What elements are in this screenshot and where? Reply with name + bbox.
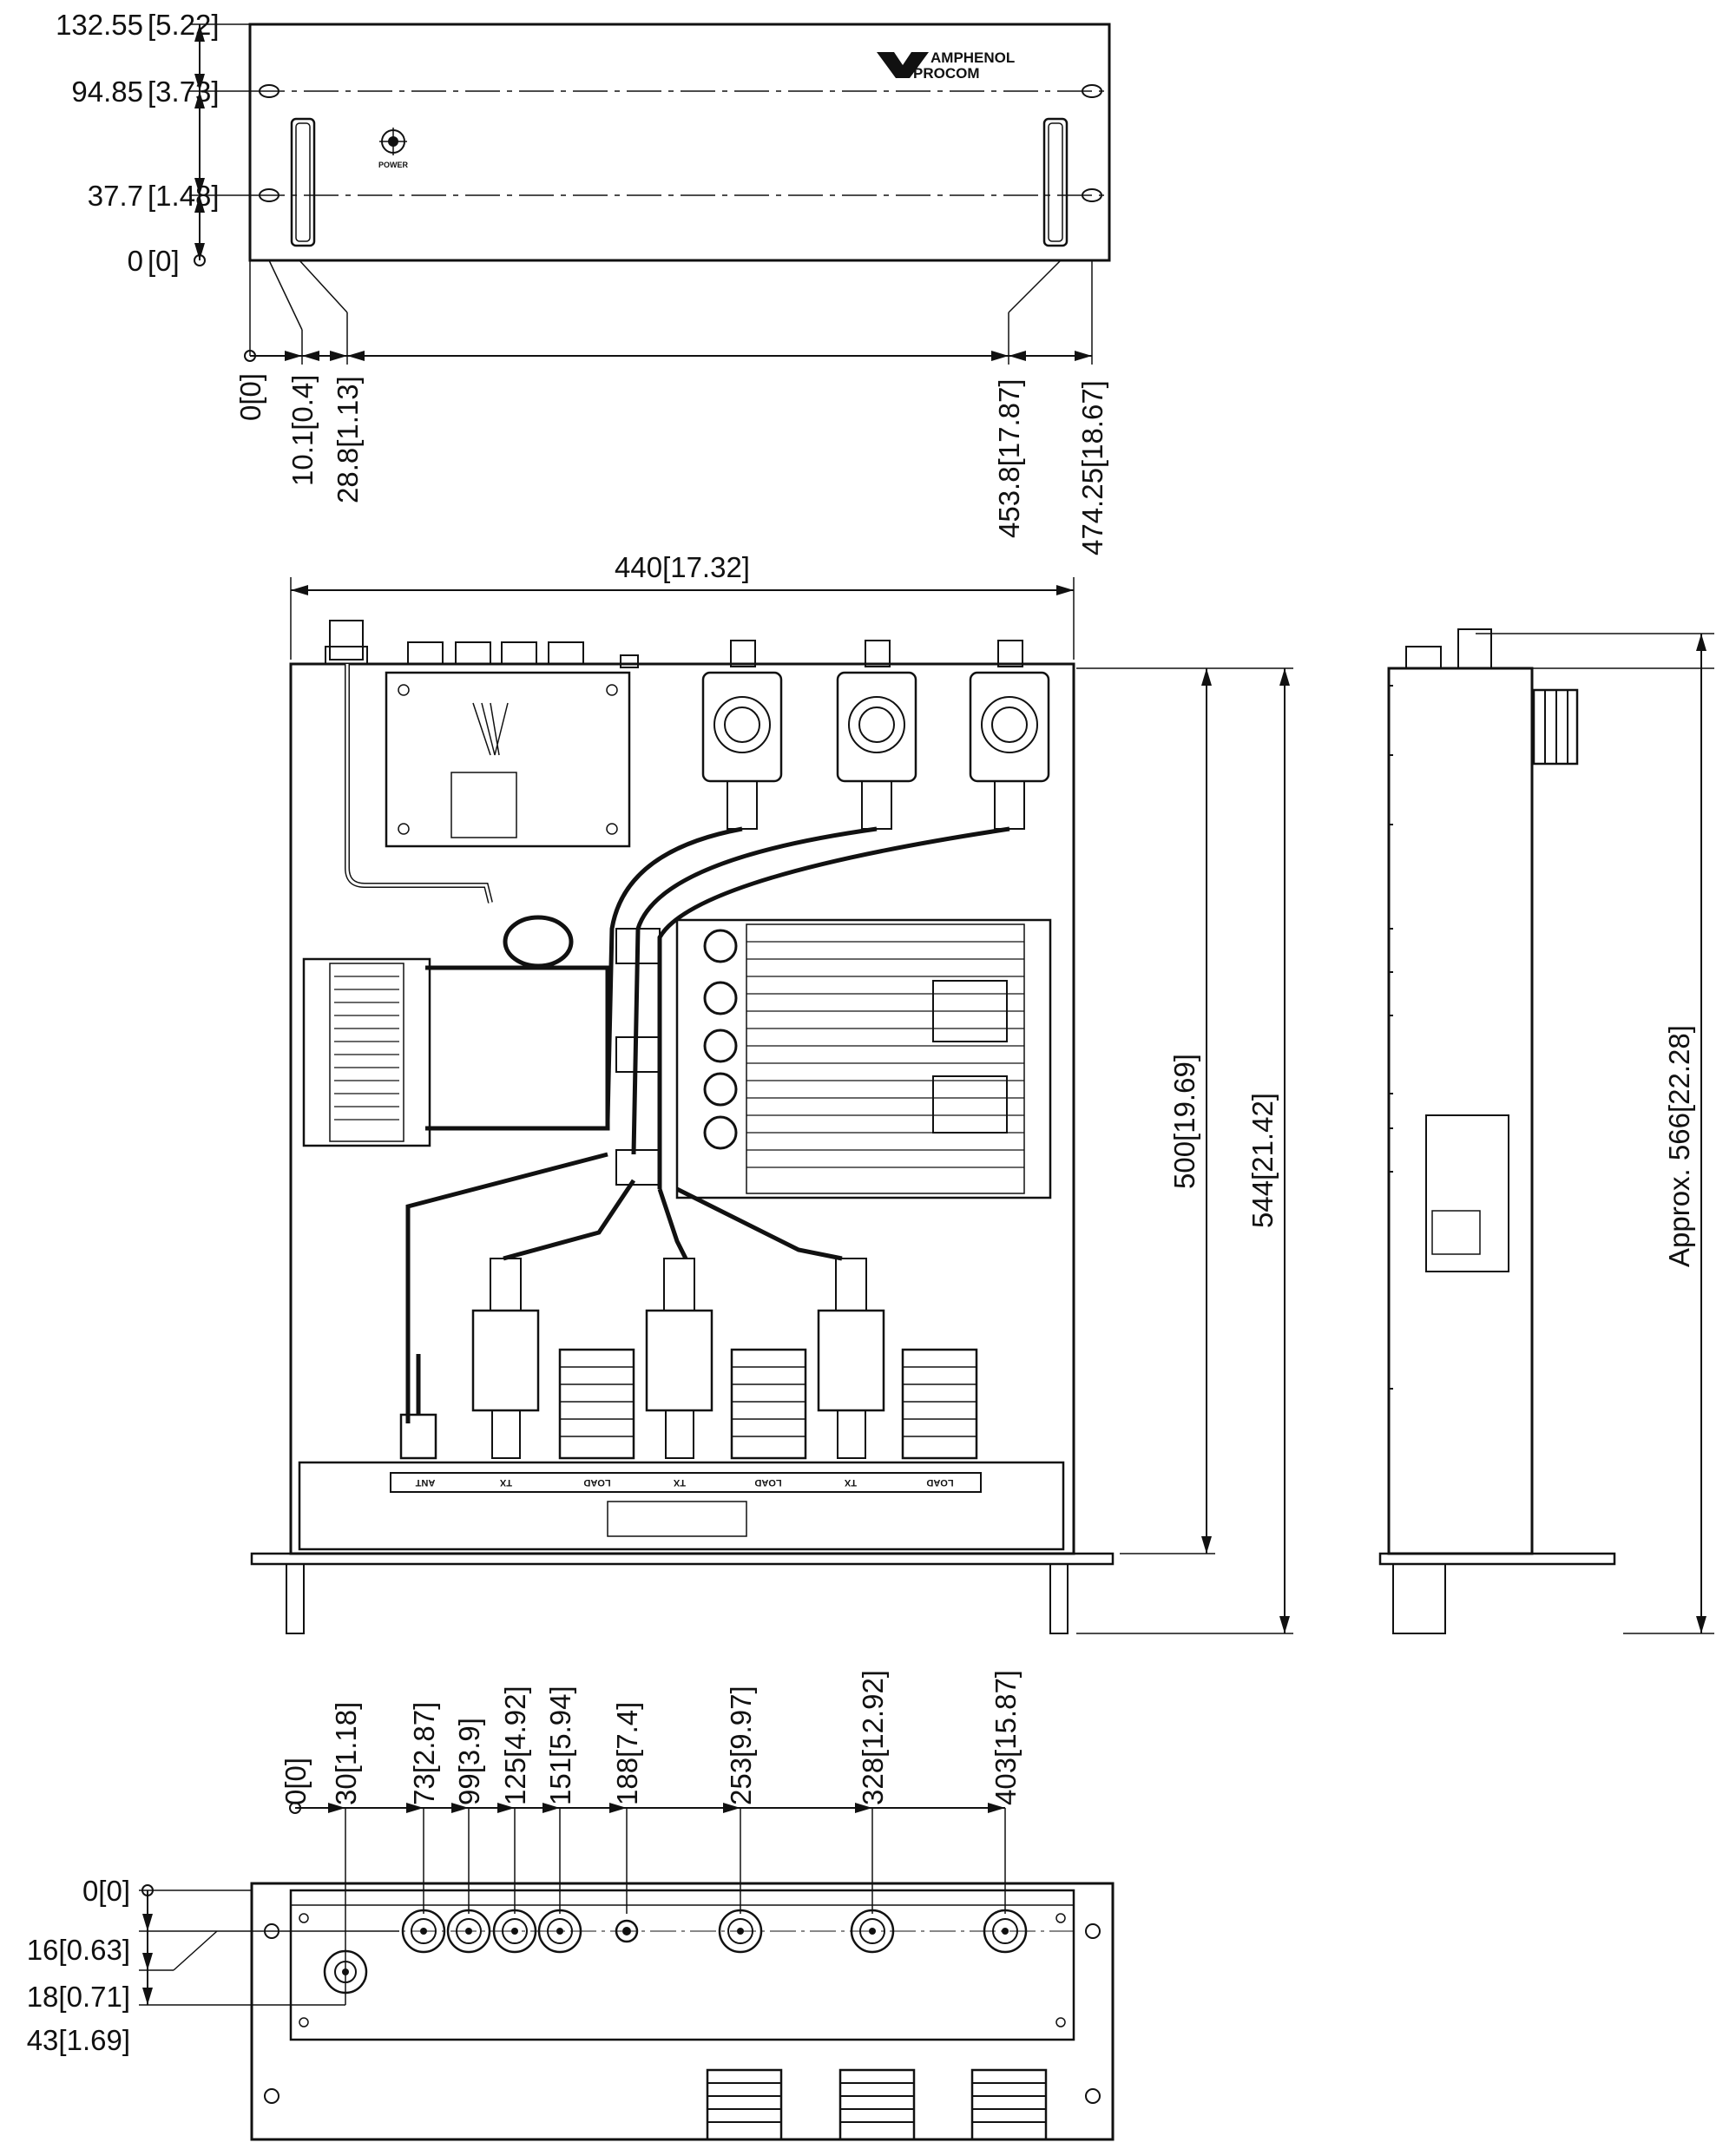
side-view: Approx. 566[22.28] bbox=[1378, 628, 1714, 1634]
isolator-3 bbox=[969, 671, 1050, 830]
port-label-ant: ANT bbox=[415, 1477, 435, 1488]
right-handle bbox=[1042, 117, 1069, 247]
dim-front-0-in: [0] bbox=[148, 245, 180, 277]
side-load-fins bbox=[1532, 688, 1579, 766]
tx-isolator-1 bbox=[471, 1258, 540, 1459]
svg-text:PROCOM: PROCOM bbox=[913, 65, 980, 82]
dim-rear-151: 151[5.94] bbox=[544, 1686, 576, 1805]
port-label-tx-3: TX bbox=[844, 1477, 857, 1488]
left-filter bbox=[302, 957, 431, 1147]
dim-rear-0: 0[0] bbox=[279, 1758, 312, 1805]
dim-front-94-85: 94.85 bbox=[71, 76, 143, 108]
dim-front-h-28-8: 28.8[1.13] bbox=[332, 376, 364, 503]
tx-isolator-3 bbox=[817, 1258, 885, 1459]
power-connector-icon bbox=[379, 128, 407, 155]
dim-front-132-55: 132.55 bbox=[56, 9, 143, 41]
load-3 bbox=[901, 1348, 978, 1460]
dim-side-length: Approx. 566[22.28] bbox=[1663, 1025, 1695, 1267]
dim-rear-253: 253[9.97] bbox=[725, 1686, 757, 1805]
dim-depth-500: 500[19.69] bbox=[1168, 1054, 1200, 1189]
isolator-1 bbox=[701, 671, 783, 830]
dim-rear-188: 188[7.4] bbox=[611, 1702, 643, 1805]
dim-rear-v-0: 0[0] bbox=[82, 1875, 130, 1907]
dim-front-3-73: [3.73] bbox=[148, 76, 220, 108]
port-label-load-1: LOAD bbox=[583, 1477, 610, 1488]
dim-front-0: 0 bbox=[128, 245, 143, 277]
dim-rear-328: 328[12.92] bbox=[857, 1670, 889, 1805]
isolator-2 bbox=[836, 671, 917, 830]
dim-front-h-0: 0[0] bbox=[234, 373, 266, 421]
rear-ant-connector bbox=[323, 1949, 368, 1995]
side-label-plate bbox=[1425, 1114, 1509, 1272]
dim-rear-73: 73[2.87] bbox=[408, 1702, 440, 1805]
dim-rear-v-43: 43[1.69] bbox=[27, 2024, 130, 2056]
dim-rear-125: 125[4.92] bbox=[499, 1686, 531, 1805]
dim-depth-544: 544[21.42] bbox=[1246, 1093, 1279, 1228]
port-label-load-3: LOAD bbox=[926, 1477, 953, 1488]
tx-isolator-2 bbox=[645, 1258, 713, 1459]
left-handle bbox=[290, 117, 316, 247]
dim-rear-403: 403[15.87] bbox=[990, 1670, 1022, 1805]
power-label: POWER bbox=[378, 161, 409, 169]
combiner-module bbox=[385, 671, 631, 848]
rear-load-fins bbox=[706, 2068, 1048, 2141]
dim-front-5-22: [5.22] bbox=[148, 9, 220, 41]
port-label-tx-1: TX bbox=[499, 1477, 512, 1488]
load-2 bbox=[730, 1348, 807, 1460]
dim-front-h-453-8: 453.8[17.87] bbox=[993, 378, 1025, 538]
amphenol-logo: AMPHENOL PROCOM bbox=[877, 49, 1015, 82]
dim-width: 440[17.32] bbox=[615, 551, 750, 583]
svg-text:AMPHENOL: AMPHENOL bbox=[930, 49, 1015, 66]
dim-front-h-10-1: 10.1[0.4] bbox=[286, 375, 319, 486]
top-connectors bbox=[325, 620, 1023, 668]
dim-front-h-474-25: 474.25[18.67] bbox=[1076, 380, 1108, 555]
top-view: 440[17.32] bbox=[250, 551, 1293, 1634]
dim-rear-v-18: 18[0.71] bbox=[27, 1981, 130, 2013]
cavity-filter bbox=[615, 918, 1052, 1199]
dim-front-37-7: 37.7 bbox=[88, 180, 143, 212]
dim-rear-99: 99[3.9] bbox=[453, 1718, 485, 1805]
port-label-load-2: LOAD bbox=[754, 1477, 781, 1488]
dim-front-1-48: [1.48] bbox=[148, 180, 220, 212]
dim-rear-v-16: 16[0.63] bbox=[27, 1934, 130, 1966]
front-view: POWER AMPHENOL PROCOM 132.55 [5.22] 94.8… bbox=[56, 9, 1111, 555]
dim-rear-30: 30[1.18] bbox=[330, 1702, 362, 1805]
port-label-tx-2: TX bbox=[673, 1477, 686, 1488]
load-1 bbox=[558, 1348, 635, 1460]
rear-view: 0[0] 30[1.18] 73[2.87] 99[3.9] 125[4.92]… bbox=[27, 1670, 1115, 2141]
